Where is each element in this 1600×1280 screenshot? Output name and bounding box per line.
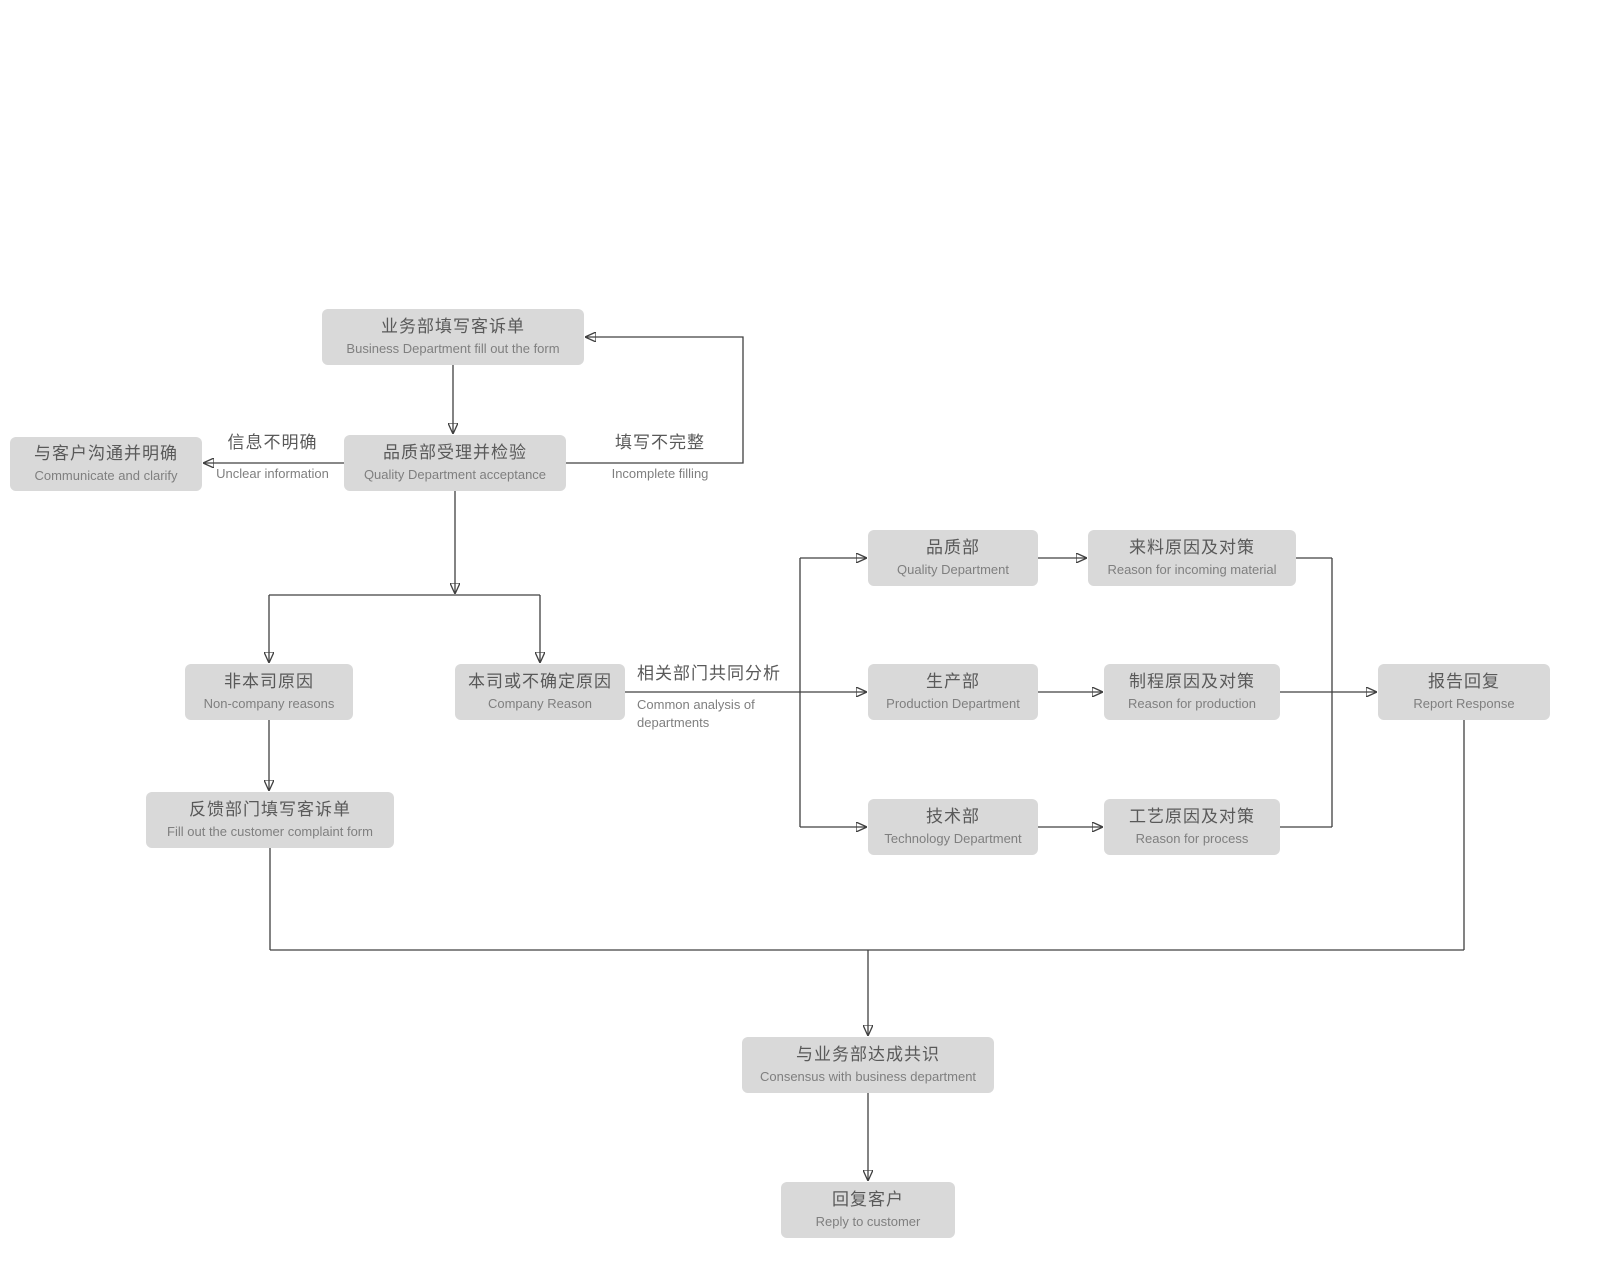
en-label: Production Department (886, 695, 1020, 711)
zh-label: 业务部填写客诉单 (381, 317, 525, 337)
node-quality-department: 品质部 Quality Department (868, 530, 1038, 586)
edge-label-incomplete-filling: 填写不完整 Incomplete filling (598, 431, 722, 482)
en-label: Unclear information (216, 466, 329, 481)
node-business-fill-form: 业务部填写客诉单 Business Department fill out th… (322, 309, 584, 365)
en-label: Incomplete filling (611, 466, 709, 481)
en-label: Reply to customer (815, 1213, 921, 1229)
en-label: Reason for production (1128, 695, 1256, 711)
en-label: Business Department fill out the form (346, 340, 560, 356)
en-label: Reason for process (1135, 830, 1249, 846)
node-communicate-clarify: 与客户沟通并明确 Communicate and clarify (10, 437, 202, 491)
zh-label: 来料原因及对策 (1129, 538, 1255, 558)
edge-label-common-analysis: 相关部门共同分析 Common analysis of departments (637, 662, 807, 731)
node-quality-acceptance: 品质部受理并检验 Quality Department acceptance (344, 435, 566, 491)
node-production-department: 生产部 Production Department (868, 664, 1038, 720)
en-label: Non-company reasons (203, 695, 335, 711)
en-label: Quality Department (897, 561, 1009, 577)
zh-label: 与业务部达成共识 (796, 1045, 940, 1065)
en-label: Quality Department acceptance (363, 466, 547, 482)
zh-label: 报告回复 (1428, 672, 1500, 692)
en-label: Technology Department (884, 830, 1022, 846)
node-production-reason: 制程原因及对策 Reason for production (1104, 664, 1280, 720)
zh-label: 生产部 (926, 672, 980, 692)
zh-label: 填写不完整 (615, 433, 705, 452)
node-feedback-complaint-form: 反馈部门填写客诉单 Fill out the customer complain… (146, 792, 394, 848)
en-label: departments (637, 715, 710, 730)
zh-label: 制程原因及对策 (1129, 672, 1255, 692)
zh-label: 非本司原因 (224, 672, 314, 692)
zh-label: 信息不明确 (227, 433, 318, 452)
zh-label: 反馈部门填写客诉单 (189, 800, 351, 820)
en-label: Report Response (1413, 695, 1515, 711)
node-company-reason: 本司或不确定原因 Company Reason (455, 664, 625, 720)
edge-label-unclear-information: 信息不明确 Unclear information (205, 431, 340, 482)
en-label: Fill out the customer complaint form (167, 823, 373, 839)
node-report-response: 报告回复 Report Response (1378, 664, 1550, 720)
node-technology-department: 技术部 Technology Department (868, 799, 1038, 855)
node-consensus-business: 与业务部达成共识 Consensus with business departm… (742, 1037, 994, 1093)
node-reply-customer: 回复客户 Reply to customer (781, 1182, 955, 1238)
node-incoming-material-reason: 来料原因及对策 Reason for incoming material (1088, 530, 1296, 586)
en-label: Consensus with business department (759, 1068, 977, 1084)
zh-label: 品质部 (926, 538, 980, 558)
en-label: Reason for incoming material (1107, 561, 1277, 577)
en-label: Company Reason (487, 695, 593, 711)
en-label: Common analysis of (637, 697, 755, 712)
zh-label: 工艺原因及对策 (1129, 807, 1255, 827)
zh-label: 品质部受理并检验 (383, 443, 527, 463)
zh-label: 本司或不确定原因 (468, 672, 612, 692)
zh-label: 回复客户 (832, 1190, 904, 1210)
en-label: Communicate and clarify (34, 467, 178, 483)
node-process-reason: 工艺原因及对策 Reason for process (1104, 799, 1280, 855)
node-non-company-reasons: 非本司原因 Non-company reasons (185, 664, 353, 720)
zh-label: 技术部 (926, 807, 980, 827)
zh-label: 与客户沟通并明确 (34, 444, 178, 464)
zh-label: 相关部门共同分析 (637, 664, 781, 683)
